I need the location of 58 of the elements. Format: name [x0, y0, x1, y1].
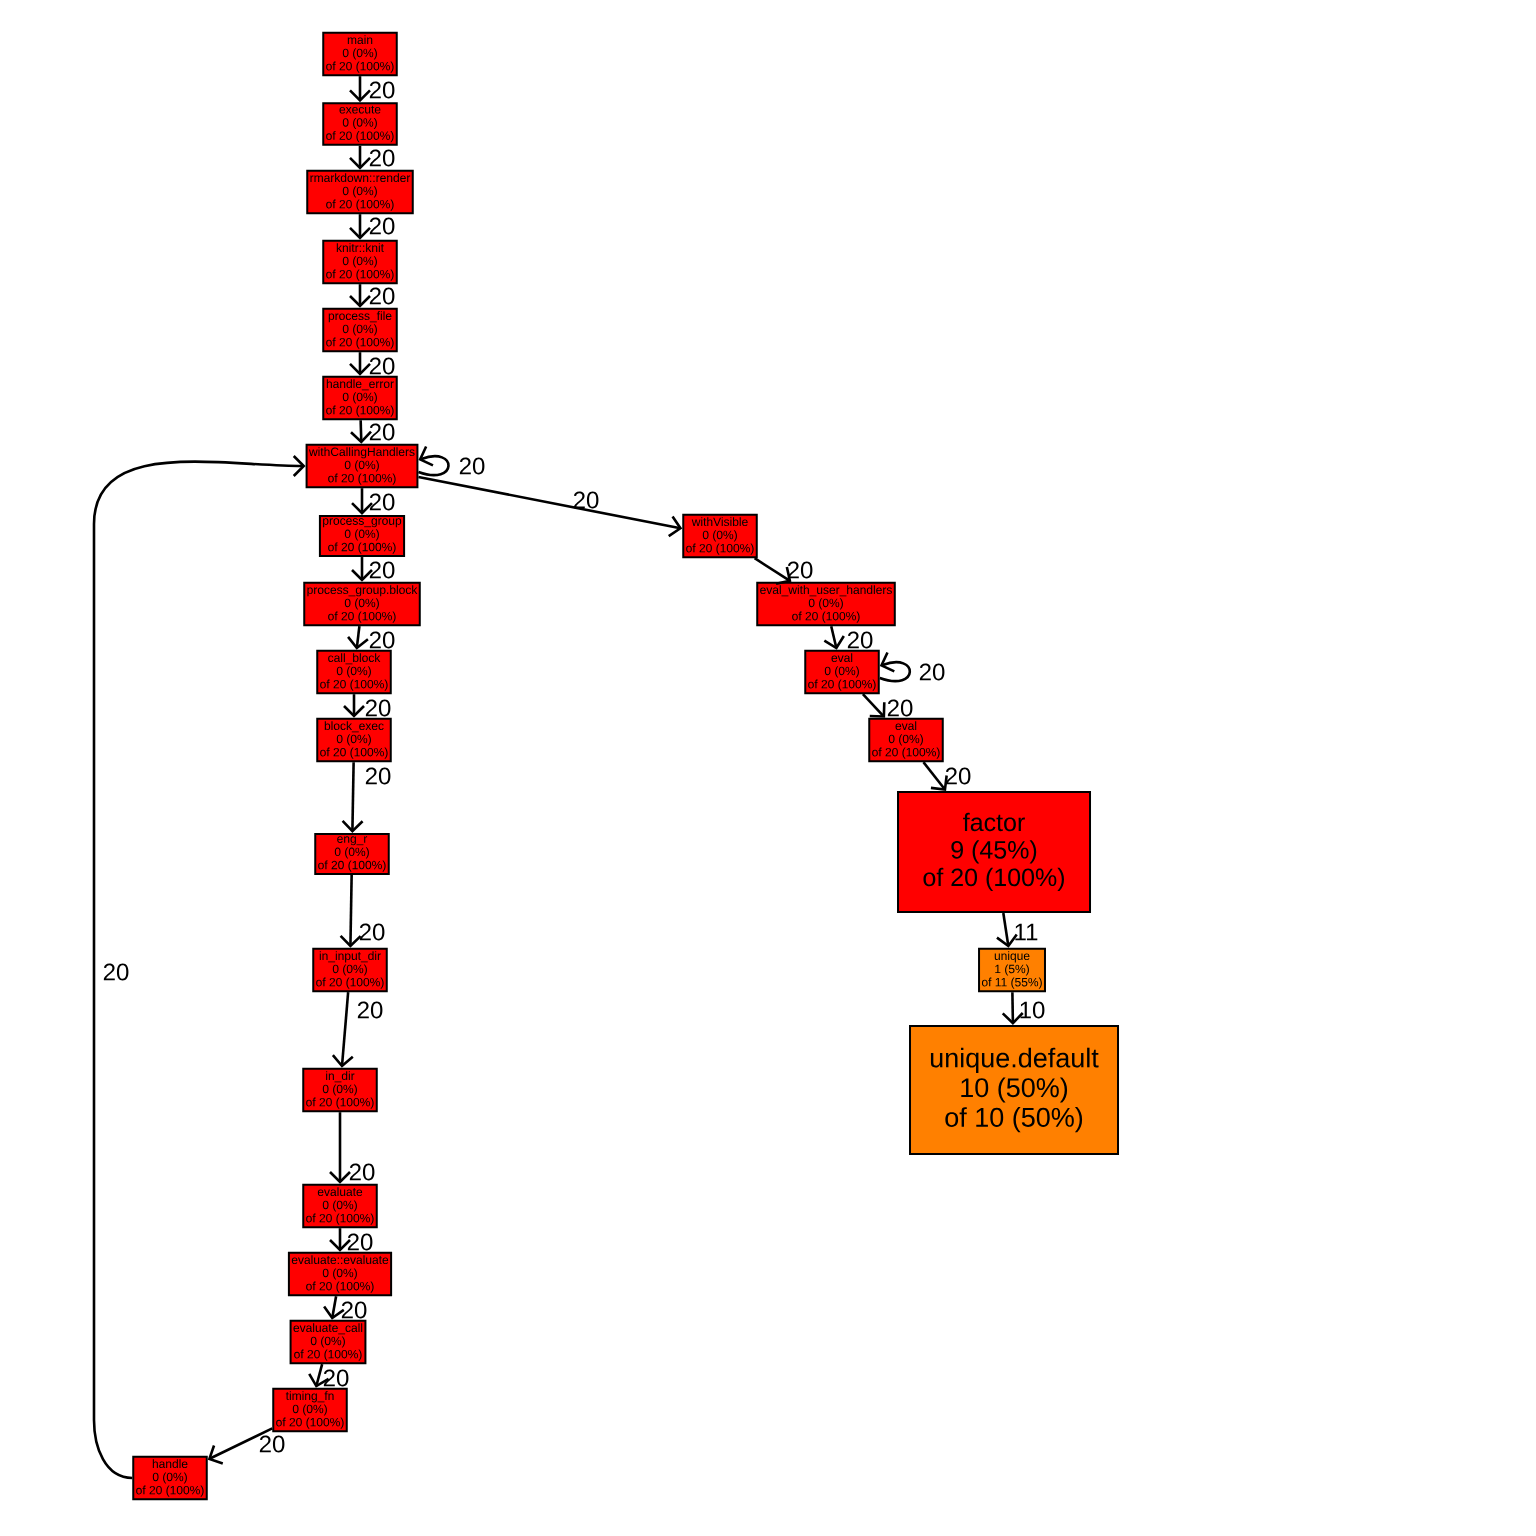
edge-label: 20: [919, 663, 945, 681]
edge-label: 20: [887, 699, 913, 717]
arrow: [341, 762, 364, 833]
arrow: [343, 694, 365, 718]
arrow: [418, 446, 450, 477]
edge-label: 10: [1020, 1001, 1045, 1019]
arrow: [331, 992, 354, 1068]
edge-label: 20: [369, 217, 395, 235]
arrow: [351, 557, 373, 582]
edge-label: 20: [787, 561, 813, 579]
arrow: [329, 1228, 351, 1252]
arrow: [349, 214, 371, 240]
arrow: [861, 693, 886, 718]
arrow: [753, 557, 792, 586]
arrow: [349, 352, 371, 376]
edge-label: 20: [369, 561, 395, 579]
edge-label: 20: [341, 1301, 367, 1319]
arrow: [349, 76, 371, 103]
edge-label: 20: [369, 423, 395, 441]
arrow: [922, 761, 948, 791]
arrow: [207, 1427, 273, 1465]
arrow: [351, 488, 373, 515]
edge-label: 20: [103, 963, 129, 981]
edge-label: 20: [365, 699, 391, 717]
function-box: unique.default 10 (50%) of 10 (50%): [909, 1025, 1119, 1155]
arrow: [92, 455, 306, 1480]
arrow: [418, 475, 683, 538]
edge-label: 20: [359, 923, 385, 941]
edge-label: 20: [369, 631, 395, 649]
arrow: [329, 1112, 351, 1184]
edge-label: 20: [357, 1001, 383, 1019]
edge-label: 20: [369, 493, 395, 511]
edge-label: 20: [369, 287, 395, 305]
edge-label: 20: [369, 357, 395, 375]
edge-label: 20: [459, 457, 485, 475]
function-box: factor 9 (45%) of 20 (100%): [897, 791, 1091, 913]
edge-label: 20: [573, 491, 599, 509]
arrow: [1001, 992, 1024, 1025]
arrow: [323, 1295, 345, 1320]
arrow: [349, 145, 371, 170]
arrow: [349, 284, 371, 308]
edge-label: 20: [259, 1435, 285, 1453]
arrow: [879, 652, 912, 683]
edge-label: 20: [847, 631, 873, 649]
edge-label: 11: [1015, 923, 1038, 941]
edge-label: 20: [365, 767, 391, 785]
edge-label: 20: [347, 1233, 373, 1251]
edge-label: 20: [369, 81, 395, 99]
edge-label: 20: [945, 767, 971, 785]
arrow: [308, 1363, 330, 1388]
edge-label: 20: [323, 1369, 349, 1387]
arrow: [996, 912, 1018, 948]
arrow: [339, 875, 362, 948]
edge-label: 20: [349, 1163, 375, 1181]
edge-label: 20: [369, 149, 395, 167]
arrow: [350, 420, 372, 444]
arrow: [823, 625, 845, 650]
arrow: [347, 626, 369, 650]
